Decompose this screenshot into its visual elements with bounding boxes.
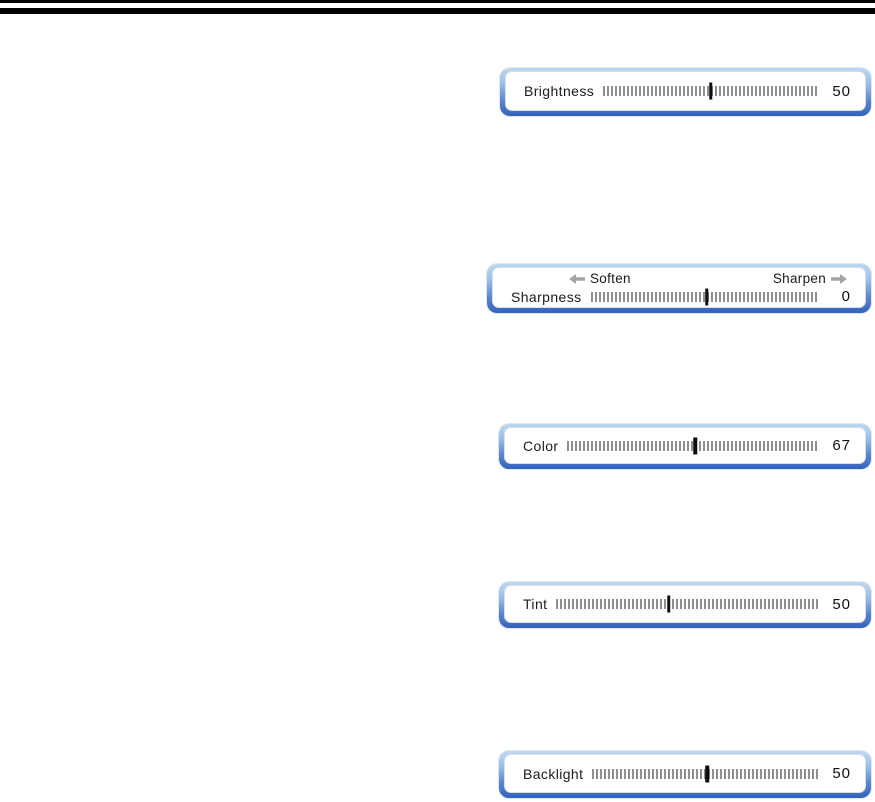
slider-handle[interactable] xyxy=(667,595,671,613)
soften-label: Soften xyxy=(590,271,631,286)
slider-handle[interactable] xyxy=(705,765,710,782)
slider-row: Tint 50 xyxy=(523,595,851,614)
slider-panel: Soften Sharpen Sharpness 0 xyxy=(492,267,866,308)
slider-brightness: Brightness 50 xyxy=(500,68,871,116)
sharpen-label: Sharpen xyxy=(772,271,826,286)
slider-handle[interactable] xyxy=(693,437,697,454)
slider-tick-scale xyxy=(567,440,818,451)
slider-label: Brightness xyxy=(524,83,595,99)
slider-track[interactable] xyxy=(603,82,818,101)
slider-value: 0 xyxy=(841,288,851,305)
slider-track[interactable] xyxy=(590,287,818,306)
slider-label: Color xyxy=(523,437,559,454)
slider-label: Sharpness xyxy=(511,288,582,305)
sharpen-direction: Sharpen xyxy=(773,271,847,286)
slider-tint: Tint 50 xyxy=(499,582,871,628)
slider-row: Brightness 50 xyxy=(524,82,851,101)
slider-value: 67 xyxy=(832,437,851,454)
slider-sharpness: Soften Sharpen Sharpness 0 xyxy=(487,264,871,313)
page-top-rule-thin xyxy=(0,0,875,3)
slider-track[interactable] xyxy=(567,436,818,455)
slider-panel: Backlight 50 xyxy=(504,754,866,793)
slider-backlight: Backlight 50 xyxy=(499,751,871,798)
slider-tick-scale xyxy=(590,291,818,302)
slider-row: Sharpness 0 xyxy=(511,287,851,306)
slider-row: Color 67 xyxy=(523,436,851,455)
soften-arrow-icon xyxy=(569,273,585,284)
slider-tick-scale xyxy=(556,599,818,609)
slider-handle[interactable] xyxy=(708,82,713,100)
slider-panel: Tint 50 xyxy=(504,585,866,623)
slider-value: 50 xyxy=(832,82,851,100)
slider-label: Backlight xyxy=(523,765,584,782)
soften-direction: Soften xyxy=(569,271,631,286)
sharpen-arrow-icon xyxy=(831,273,847,284)
slider-value: 50 xyxy=(832,765,851,782)
slider-panel: Brightness 50 xyxy=(505,71,866,111)
slider-track[interactable] xyxy=(592,764,818,783)
slider-handle[interactable] xyxy=(704,288,709,305)
slider-track[interactable] xyxy=(556,595,818,614)
slider-panel: Color 67 xyxy=(504,427,866,464)
slider-tick-scale xyxy=(592,768,818,779)
slider-row: Backlight 50 xyxy=(523,764,851,783)
slider-label: Tint xyxy=(523,596,548,612)
slider-value: 50 xyxy=(832,595,851,613)
slider-color: Color 67 xyxy=(499,424,871,469)
page-top-rule-thick xyxy=(0,8,875,14)
direction-labels: Soften Sharpen xyxy=(511,269,851,287)
